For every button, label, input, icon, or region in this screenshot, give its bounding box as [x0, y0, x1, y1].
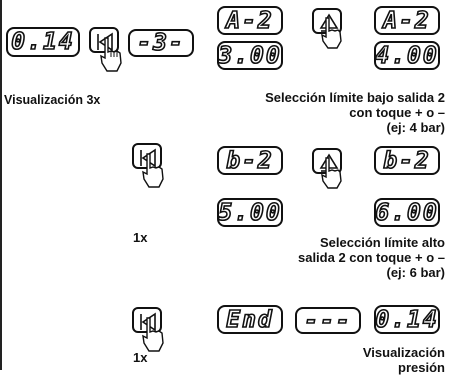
display-value-6-00: 6.00 — [374, 198, 440, 227]
display-b2-right: b-2 — [374, 146, 440, 175]
caption-high-limit-output-2: Selección límite alto salida 2 con toque… — [297, 235, 445, 280]
caption-1x-row3: 1x — [133, 350, 148, 365]
caption-pressure-visualization: Visualización presión — [362, 345, 445, 375]
display-end: End — [217, 305, 283, 334]
display-counter: -3- — [128, 29, 194, 57]
caption-1x-row2: 1x — [133, 230, 148, 245]
display-final-reading: 0.14 — [374, 305, 440, 334]
display-value-4-00: 4.00 — [374, 41, 440, 70]
display-value-3-00: 3.00 — [217, 41, 283, 70]
display-a2-right: A-2 — [374, 6, 440, 35]
pointing-hand-icon — [142, 153, 164, 188]
pointing-hand-icon — [142, 317, 164, 352]
display-initial-reading: 0.14 — [6, 27, 80, 57]
display-dashes: --- — [295, 307, 361, 334]
caption-low-limit-output-2: Selección límite bajo salida 2 con toque… — [265, 90, 445, 135]
caption-visualization-3x: Visualización 3x — [4, 93, 101, 107]
pointing-hand-icon — [321, 17, 342, 49]
display-b2-left: b-2 — [217, 146, 283, 175]
left-border-line — [0, 0, 2, 370]
display-a2-left: A-2 — [217, 6, 283, 35]
pointing-hand-icon — [100, 37, 122, 72]
pointing-hand-icon — [321, 157, 342, 189]
display-value-5-00: 5.00 — [217, 198, 283, 227]
